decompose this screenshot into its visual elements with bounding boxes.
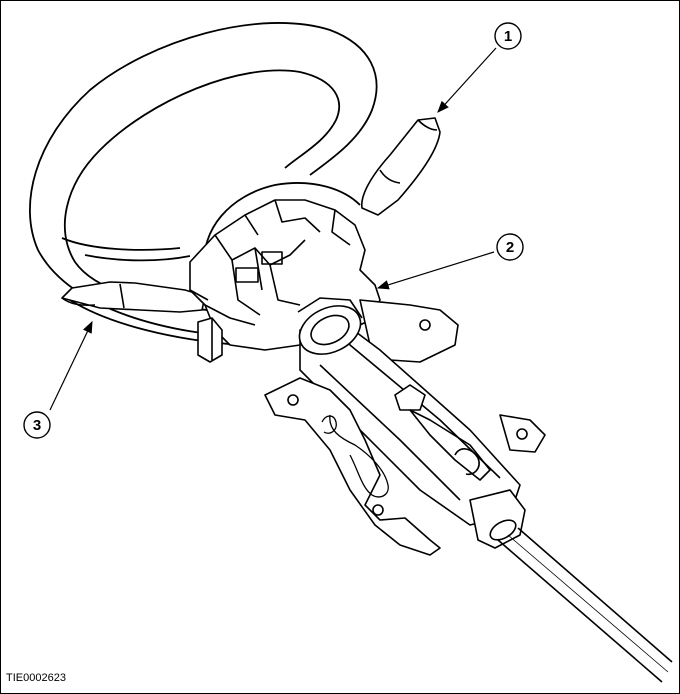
callout-1: 1 bbox=[494, 22, 522, 50]
callout-3-label: 3 bbox=[33, 417, 41, 434]
callout-1-label: 1 bbox=[504, 28, 512, 45]
wiper-lever bbox=[361, 117, 441, 216]
steering-wheel-spoke-edge bbox=[61, 237, 191, 262]
steering-column bbox=[264, 297, 546, 556]
leader-line-2 bbox=[376, 251, 495, 290]
column-lower-bracket bbox=[264, 377, 441, 556]
callout-3: 3 bbox=[23, 411, 51, 439]
callout-2: 2 bbox=[496, 233, 524, 261]
leader-line-3 bbox=[49, 320, 93, 411]
leader-line-1 bbox=[437, 47, 497, 113]
intermediate-shaft bbox=[497, 527, 673, 683]
figure-id-label: TIE0002623 bbox=[6, 672, 66, 684]
callout-leaders bbox=[49, 47, 497, 411]
callout-2-label: 2 bbox=[506, 239, 514, 256]
steering-wheel-hub-arc bbox=[203, 182, 361, 269]
indicator-lever bbox=[61, 281, 206, 313]
